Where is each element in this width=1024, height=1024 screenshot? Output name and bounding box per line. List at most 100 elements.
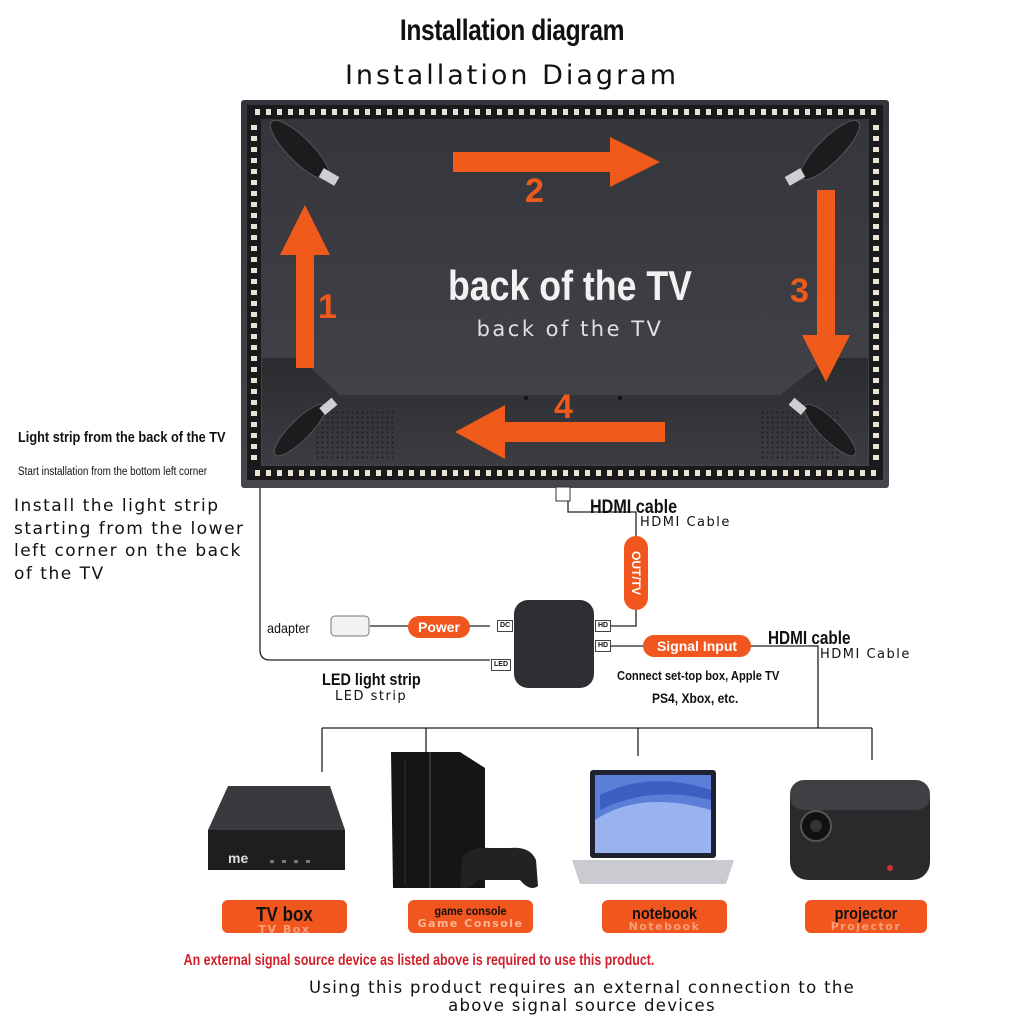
projector-icon [790, 780, 930, 880]
led-dot [251, 444, 257, 449]
led-dot [618, 470, 623, 476]
led-dot [251, 169, 257, 174]
led-dot [251, 158, 257, 163]
led-dot [873, 202, 879, 207]
requirement-warning: An external signal source device as list… [183, 952, 655, 969]
led-dot [251, 389, 257, 394]
led-dot [728, 109, 733, 115]
led-dot [873, 180, 879, 185]
speaker-grill-left [315, 410, 395, 460]
led-dot [332, 109, 337, 115]
led-dot [251, 301, 257, 306]
led-dot [251, 422, 257, 427]
led-dot [873, 444, 879, 449]
diagram-title: Installation diagram [399, 14, 625, 47]
led-dot [343, 109, 348, 115]
led-dot [618, 109, 623, 115]
led-dot [310, 470, 315, 476]
led-dot [706, 109, 711, 115]
led-dot [442, 470, 447, 476]
led-dot [873, 411, 879, 416]
led-dot [497, 109, 502, 115]
led-dot [873, 257, 879, 262]
led-dot [873, 169, 879, 174]
led-dot [310, 109, 315, 115]
led-dot [827, 470, 832, 476]
led-dot [251, 279, 257, 284]
led-dot [255, 470, 260, 476]
led-dot [629, 109, 634, 115]
connect-note-1: Connect set-top box, Apple TV [617, 668, 780, 683]
led-dot [266, 470, 271, 476]
tv-back-label: back of the TV [447, 262, 693, 309]
led-dot [563, 109, 568, 115]
strip-title: Light strip from the back of the TV [18, 429, 226, 446]
led-dot [873, 268, 879, 273]
step-3-number: 3 [790, 272, 809, 310]
notebook-icon [572, 770, 734, 884]
step-2-number: 2 [525, 172, 544, 210]
led-dot [772, 109, 777, 115]
led-dot [251, 268, 257, 273]
led-dot [772, 470, 777, 476]
led-dot [640, 109, 645, 115]
led-dot [651, 470, 656, 476]
port-hd-out: HD [595, 620, 612, 632]
led-dot [251, 345, 257, 350]
led-dot [574, 470, 579, 476]
led-dot [873, 136, 879, 141]
led-dot [431, 470, 436, 476]
led-dot [873, 345, 879, 350]
led-dot [783, 109, 788, 115]
device-label-projector: projector Projector [805, 900, 927, 933]
led-dot [288, 109, 293, 115]
led-dot [873, 290, 879, 295]
led-dot [873, 191, 879, 196]
out-tv-pill: OUT/TV [624, 536, 648, 610]
port-hd-in: HD [595, 640, 612, 652]
connect-note-2: PS4, Xbox, etc. [652, 690, 739, 706]
led-dot [475, 109, 480, 115]
arrow-step-2 [453, 137, 660, 187]
led-dot [453, 470, 458, 476]
tv-panel [241, 100, 889, 488]
led-dot [266, 109, 271, 115]
led-dot [761, 470, 766, 476]
led-dot [453, 109, 458, 115]
led-dot [251, 125, 257, 130]
port-dc: DC [497, 620, 514, 632]
led-dot [376, 470, 381, 476]
led-dot [873, 246, 879, 251]
led-dot [541, 470, 546, 476]
led-dot [343, 470, 348, 476]
led-dot [794, 470, 799, 476]
led-dot [365, 109, 370, 115]
device-label-game-console: game console Game Console [408, 900, 533, 933]
led-dot [849, 470, 854, 476]
led-dot [849, 109, 854, 115]
led-dot [251, 147, 257, 152]
led-dot [251, 257, 257, 262]
led-dot [251, 323, 257, 328]
led-dot [251, 334, 257, 339]
led-dot [251, 202, 257, 207]
led-dot [873, 323, 879, 328]
led-dot [640, 470, 645, 476]
led-dot [838, 109, 843, 115]
tv-box-icon: me [208, 786, 345, 870]
led-dot [251, 246, 257, 251]
led-dot [251, 290, 257, 295]
led-dot [873, 312, 879, 317]
led-dot [873, 455, 879, 460]
led-dot [321, 109, 326, 115]
led-dot [251, 312, 257, 317]
led-dot [873, 367, 879, 372]
led-dot [873, 158, 879, 163]
led-dot [251, 367, 257, 372]
led-strip-sub: LED strip [335, 689, 408, 704]
led-dot [299, 109, 304, 115]
led-dot [251, 433, 257, 438]
led-dot [251, 356, 257, 361]
led-dot [420, 109, 425, 115]
led-dot [475, 470, 480, 476]
